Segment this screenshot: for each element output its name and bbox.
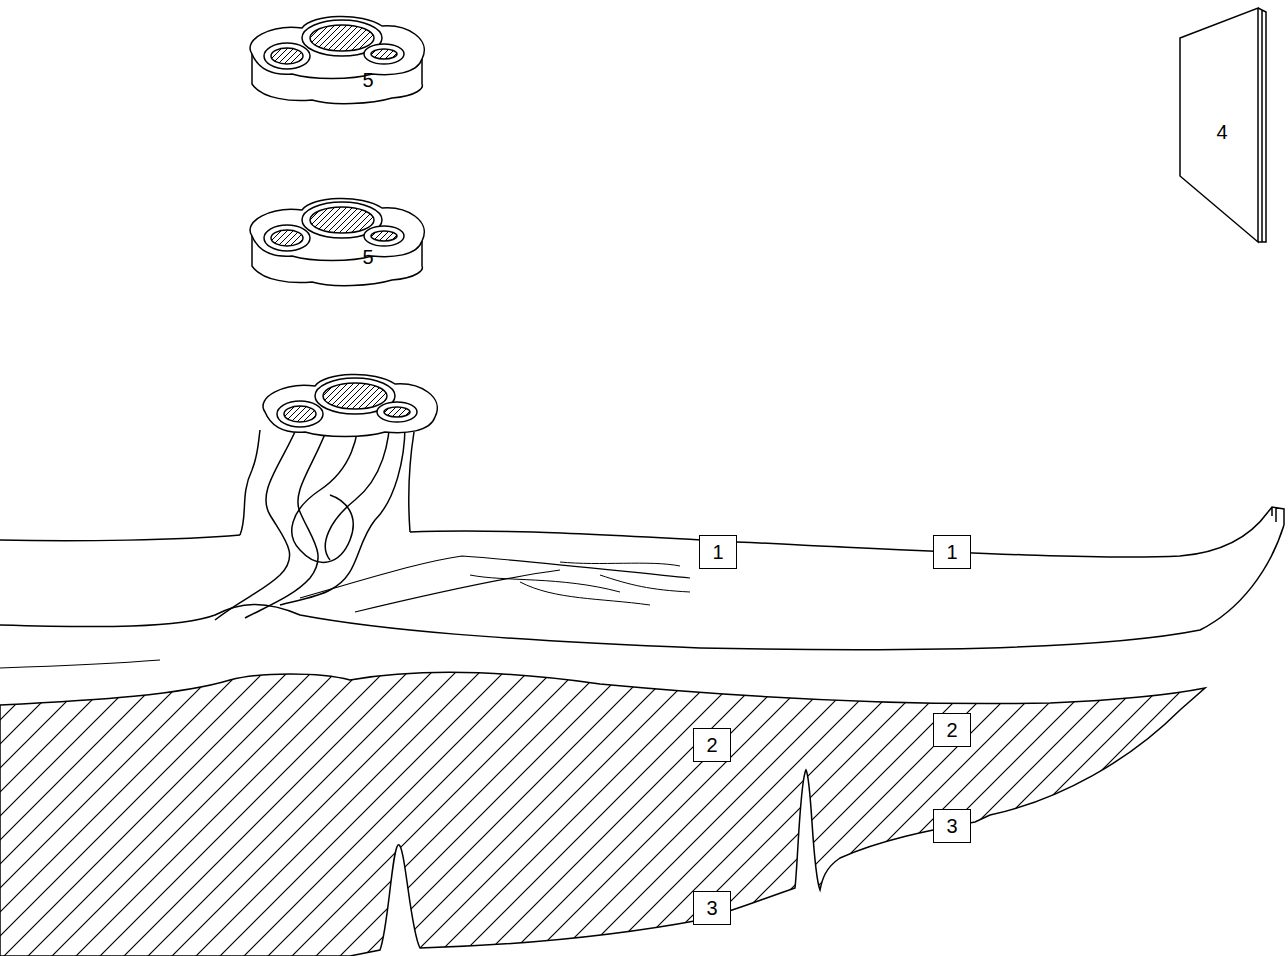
part-number: 4 <box>1216 121 1227 144</box>
callout-number: 3 <box>946 815 957 838</box>
callout-number: 2 <box>946 719 957 742</box>
part-number: 5 <box>362 246 373 269</box>
callout-box: 1 <box>699 535 737 569</box>
callout-box: 2 <box>933 713 971 747</box>
callout-box: 1 <box>933 535 971 569</box>
callout-number: 1 <box>946 541 957 564</box>
callout-box: 3 <box>933 809 971 843</box>
callout-box: 3 <box>693 891 731 925</box>
callout-number: 2 <box>706 734 717 757</box>
callout-number: 3 <box>706 897 717 920</box>
part-number: 5 <box>362 69 373 92</box>
callout-box: 2 <box>693 728 731 762</box>
callout-number: 1 <box>712 541 723 564</box>
